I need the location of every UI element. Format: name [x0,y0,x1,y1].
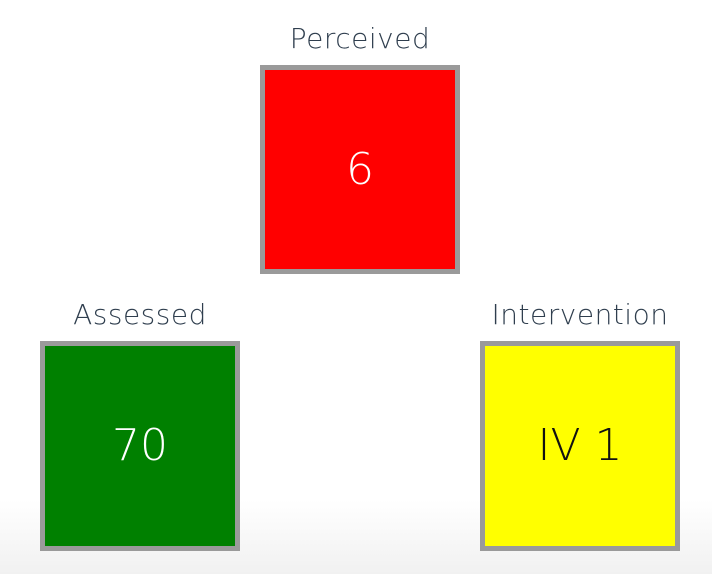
perceived-score-tile[interactable]: 6 [260,65,460,274]
assessed-label: Assessed [73,298,207,331]
intervention-value: IV 1 [537,420,623,471]
assessed-value: 70 [112,420,168,471]
perceived-value: 6 [346,143,374,195]
assessed-score-tile[interactable]: 70 [40,341,240,551]
perceived-label: Perceived [289,22,431,55]
intervention-score-tile[interactable]: IV 1 [480,341,680,551]
intervention-label: Intervention [491,298,669,331]
